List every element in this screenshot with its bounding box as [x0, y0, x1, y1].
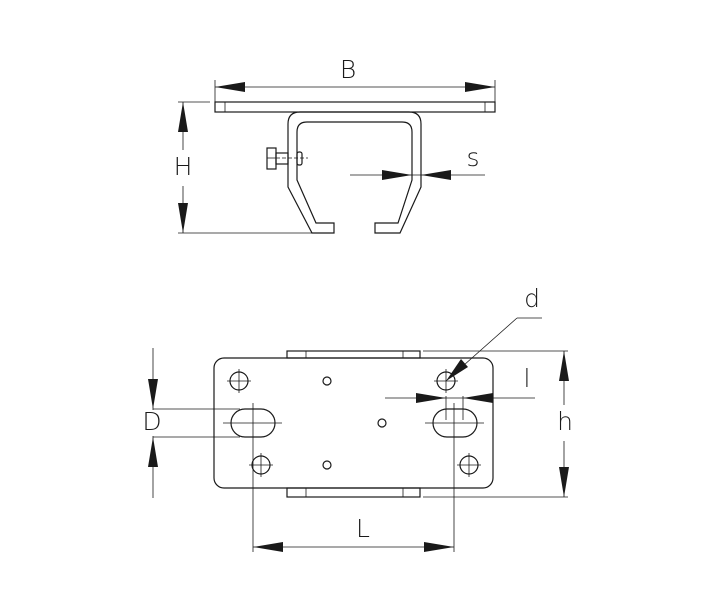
dimension-B: B	[214, 55, 496, 102]
small-hole-icon	[377, 418, 387, 428]
small-hole-icon	[322, 376, 332, 386]
channel-outer	[287, 111, 422, 234]
mounting-plate	[214, 101, 496, 113]
label-L: L	[356, 514, 370, 543]
bolt-icon	[266, 147, 308, 170]
label-D: D	[142, 407, 161, 436]
hole-icon	[227, 369, 251, 393]
label-d: d	[524, 284, 540, 313]
dimension-D: D	[138, 348, 240, 498]
plan-view: D h L l	[138, 284, 573, 552]
dimension-s: s	[350, 143, 485, 180]
dimension-d: d	[445, 284, 542, 382]
dimension-l: l	[385, 364, 535, 420]
label-h: h	[557, 407, 573, 436]
dimension-L: L	[252, 403, 455, 552]
small-hole-icon	[322, 460, 332, 470]
dimension-h: h	[423, 350, 573, 498]
base-plate	[213, 357, 494, 489]
label-B: B	[340, 55, 356, 84]
hole-icon	[457, 453, 481, 477]
top-view: B H s	[174, 55, 496, 234]
label-H: H	[174, 152, 193, 181]
label-s: s	[466, 143, 479, 172]
label-l: l	[524, 364, 531, 393]
dimension-H: H	[174, 101, 312, 234]
